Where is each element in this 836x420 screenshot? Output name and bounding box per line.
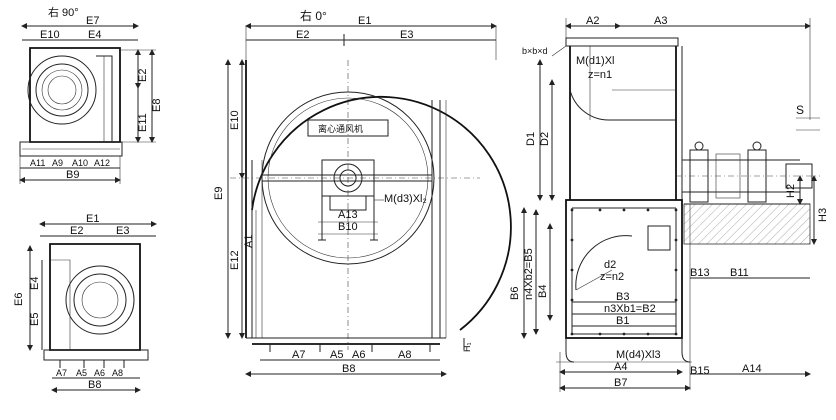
dim-A10: A10 [72, 158, 88, 168]
dim-A11: A11 [30, 158, 45, 168]
nameplate-text: 离心通风机 [318, 123, 363, 134]
dim-S: S [796, 103, 804, 117]
dim-H1: H₁ [462, 342, 472, 352]
dim-E9: E9 [213, 187, 225, 200]
dim-E2: E2 [137, 69, 149, 82]
dim-A6-small: A6 [94, 368, 105, 378]
dim-B13: B13 [690, 267, 710, 279]
dim-A1: A1 [243, 235, 255, 248]
dim-D1: D1 [525, 132, 537, 146]
dim-A14: A14 [742, 363, 762, 375]
dim-A13: A13 [338, 209, 358, 221]
dim-B1: B1 [616, 315, 629, 327]
dim-E4: E4 [88, 29, 101, 41]
dim-H3: H3 [817, 208, 829, 222]
rotation-label-front: 右 0° [300, 8, 327, 23]
small-view-right-90: 右 90° E7 E10 E4 E2 E8 E11 A11 A9 A10 A12 [19, 5, 163, 184]
front-view-right-0: 右 0° E1 E2 E3 离心通风机 A13 [213, 8, 512, 377]
dim-E12: E12 [229, 250, 241, 270]
dim-E10: E10 [40, 29, 60, 41]
dim-A8-small: A8 [112, 368, 123, 378]
dim-A7-small: A7 [56, 368, 67, 378]
dim-M-d1: M(d1)Xl [576, 55, 615, 67]
dim-D2: D2 [539, 132, 551, 146]
side-view: A2 A3 b×b×d M(d1)Xl z=n1 D1 D2 S [509, 15, 829, 392]
dim-E3-small: E3 [116, 225, 129, 237]
dim-E3: E3 [400, 29, 413, 41]
dim-B3: B3 [616, 291, 629, 303]
dim-A8: A8 [398, 349, 411, 361]
dim-E4-small: E4 [29, 277, 41, 290]
dim-A7: A7 [292, 349, 305, 361]
dim-A12: A12 [94, 158, 110, 168]
dim-E10-front: E10 [229, 110, 241, 130]
dim-A3: A3 [654, 15, 667, 27]
dim-B10: B10 [338, 221, 358, 233]
dim-z-n1: z=n1 [588, 69, 612, 81]
dim-E6: E6 [13, 293, 25, 306]
rotation-label: 右 90° [48, 5, 79, 19]
dim-B11: B11 [730, 267, 749, 279]
dim-E5: E5 [29, 313, 41, 326]
dim-A4: A4 [614, 361, 627, 373]
dim-E7: E7 [86, 15, 99, 27]
dim-A5-small: A5 [76, 368, 87, 378]
dim-M-d3: M(d3)Xl₂ [384, 193, 427, 205]
dim-d2: d2 [604, 259, 616, 271]
dim-n4Xb2-B5: n4Xb2=B5 [523, 248, 535, 300]
dim-B4: B4 [537, 285, 549, 298]
dim-E1: E1 [358, 15, 371, 27]
dim-B15: B15 [690, 365, 710, 377]
dim-M-d4: M(d4)Xl3 [616, 349, 661, 361]
dim-E8: E8 [151, 99, 163, 112]
dim-z-n2: z=n2 [600, 271, 624, 283]
dim-A5: A5 [330, 349, 343, 361]
dim-A6: A6 [352, 349, 365, 361]
dim-n3Xb1-B2: n3Xb1=B2 [604, 303, 656, 315]
dim-E1-small: E1 [86, 213, 99, 225]
dim-B9: B9 [66, 169, 79, 181]
dim-bxbxd: b×b×d [522, 46, 548, 56]
dim-A9: A9 [52, 158, 63, 168]
dim-H2: H2 [785, 184, 797, 198]
dim-B7: B7 [614, 377, 627, 389]
dim-E11: E11 [137, 113, 149, 132]
small-view-bottom: E1 E2 E3 E6 E4 E5 A7 A5 A6 A8 B8 [13, 213, 157, 393]
dim-B8: B8 [342, 363, 355, 375]
dim-E2: E2 [296, 29, 309, 41]
dim-B8-small: B8 [88, 379, 101, 391]
dim-E2-small: E2 [70, 225, 83, 237]
dim-A2: A2 [586, 15, 599, 27]
dim-B6: B6 [509, 287, 521, 300]
